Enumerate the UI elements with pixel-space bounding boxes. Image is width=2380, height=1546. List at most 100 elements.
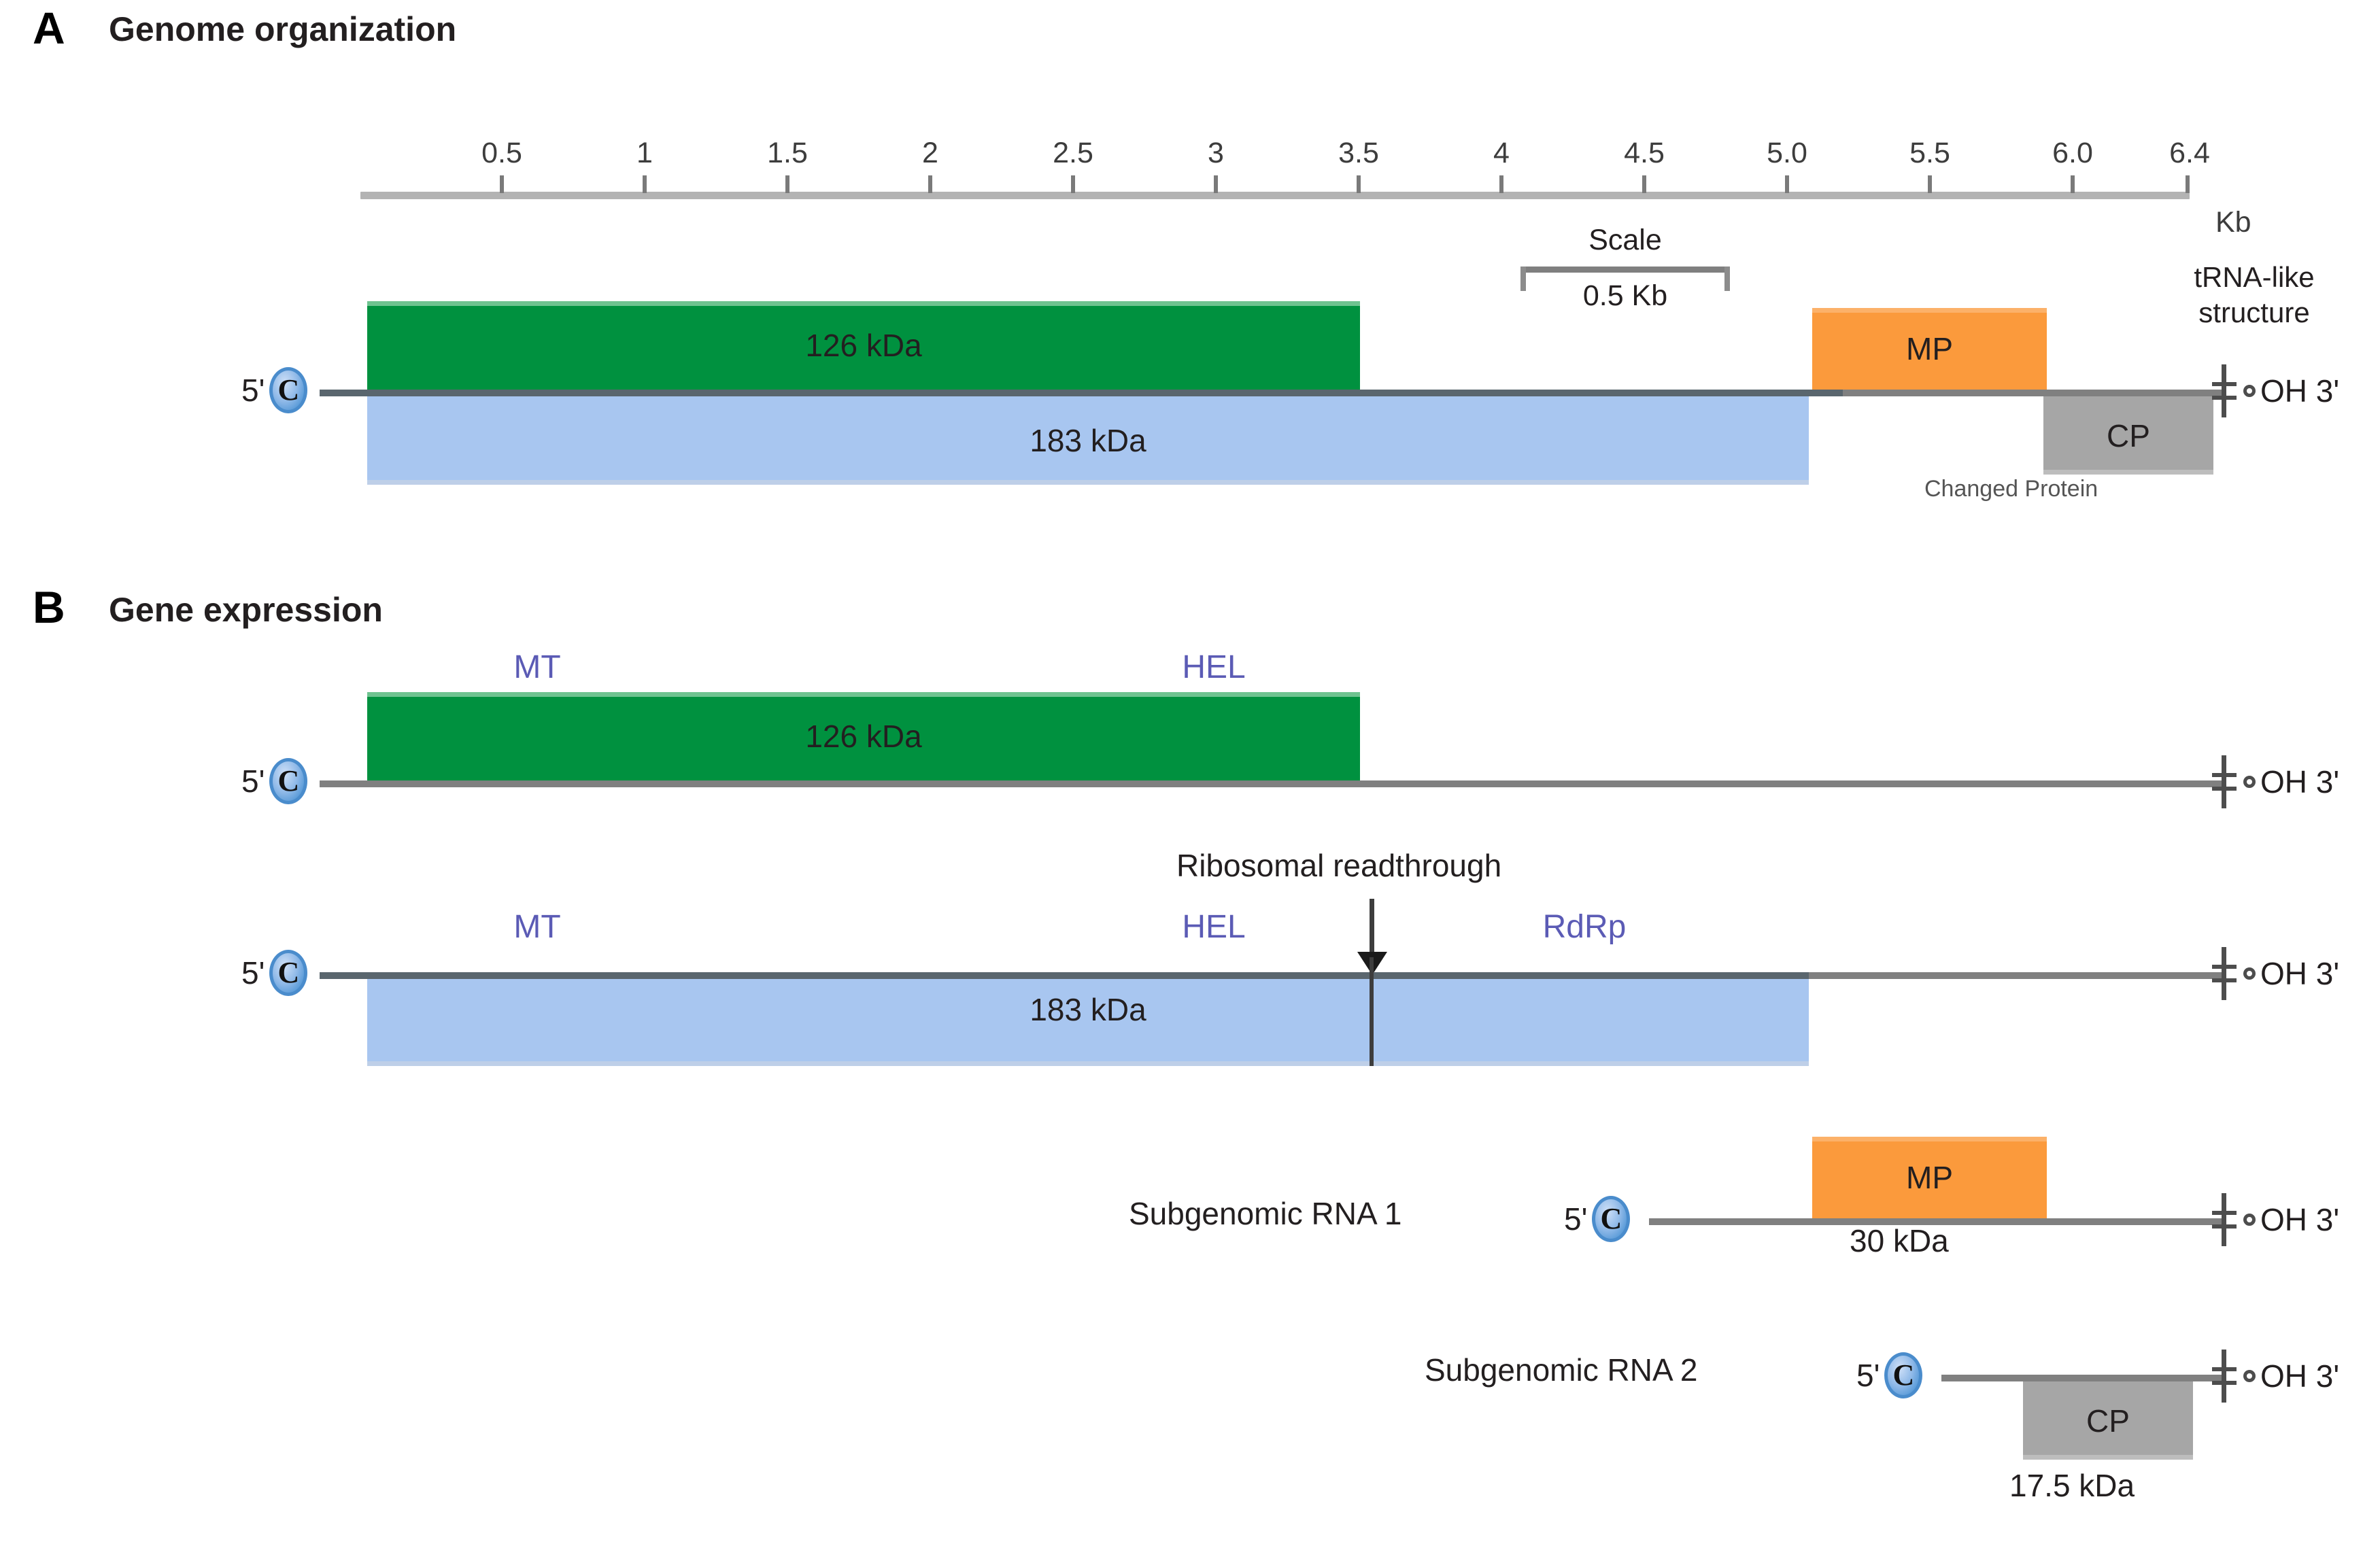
three-prime-label: OH 3' bbox=[2260, 1358, 2340, 1394]
readthrough-divider bbox=[1370, 957, 1374, 1066]
ruler-tick bbox=[500, 175, 504, 193]
trna-like-caption: tRNA-like structure bbox=[2142, 260, 2366, 330]
trna-caption-line2: structure bbox=[2198, 296, 2310, 328]
three-prime-label: OH 3' bbox=[2260, 1202, 2340, 1237]
domain-label-mt-row1: MT bbox=[513, 649, 561, 685]
ruler-label: 5.0 bbox=[1767, 137, 1807, 169]
orf-label: 126 kDa bbox=[805, 328, 922, 363]
mp-mass-label: 30 kDa bbox=[1850, 1223, 1949, 1258]
scale-marker: Scale 0.5 Kb bbox=[1516, 224, 1734, 313]
ruler-label: 4.5 bbox=[1624, 137, 1665, 169]
five-prime-cap-row4: 5' C bbox=[1856, 1352, 1923, 1398]
trna-like-structure-icon bbox=[2207, 947, 2242, 1000]
three-prime-end-row2: OH 3' bbox=[2207, 947, 2339, 1000]
three-prime-end-a: OH 3' bbox=[2207, 364, 2339, 417]
rna-backbone-row2-tail bbox=[1809, 972, 2224, 979]
trna-caption-line1: tRNA-like bbox=[2194, 261, 2315, 293]
cp-mass-label: 17.5 kDa bbox=[2009, 1468, 2135, 1503]
ruler-label: 0.5 bbox=[481, 137, 522, 169]
readthrough-arrow-stem bbox=[1370, 899, 1374, 957]
rna-backbone-row2 bbox=[320, 972, 1809, 979]
rna-backbone-row1 bbox=[320, 780, 2224, 787]
ruler-label: 6.4 bbox=[2169, 137, 2210, 169]
ruler-tick bbox=[1214, 175, 1218, 193]
orf-box-cp-a: CP bbox=[2043, 396, 2213, 475]
genome-backbone-a bbox=[320, 390, 1843, 396]
trna-like-structure-icon bbox=[2207, 364, 2242, 417]
orf-box-183kda-b: 183 kDa bbox=[367, 979, 1809, 1066]
genome-backbone-a-tail bbox=[1843, 390, 2224, 396]
orf-box-183kda-a: 183 kDa bbox=[367, 396, 1809, 485]
three-prime-label: OH 3' bbox=[2260, 764, 2340, 800]
orf-box-126kda-a: 126 kDa bbox=[367, 301, 1360, 390]
orf-label: CP bbox=[2107, 417, 2150, 453]
orf-label: 183 kDa bbox=[1030, 992, 1146, 1027]
cap-letter: C bbox=[1892, 1358, 1915, 1392]
orf-box-126kda-b: 126 kDa bbox=[367, 692, 1360, 780]
hydroxyl-circle-icon bbox=[2243, 385, 2256, 397]
ruler-tick bbox=[1357, 175, 1361, 193]
ribosomal-readthrough-label: Ribosomal readthrough bbox=[1176, 848, 1502, 883]
cap-letter: C bbox=[277, 373, 300, 407]
ruler-tick bbox=[1642, 175, 1646, 193]
scale-marker-value: 0.5 Kb bbox=[1582, 279, 1668, 312]
ruler-tick bbox=[643, 175, 647, 193]
three-prime-end-row4: OH 3' bbox=[2207, 1350, 2339, 1403]
five-prime-label: 5' bbox=[241, 763, 265, 799]
cap-letter: C bbox=[1600, 1202, 1622, 1235]
orf-label: MP bbox=[1906, 331, 1953, 366]
panel-b-title: Gene expression bbox=[109, 591, 383, 629]
orf-label: CP bbox=[2086, 1403, 2130, 1439]
cap-circle-icon: C bbox=[1592, 1196, 1631, 1242]
five-prime-label: 5' bbox=[241, 373, 265, 408]
subgenomic-rna-2-label: Subgenomic RNA 2 bbox=[1425, 1352, 1698, 1388]
hydroxyl-circle-icon bbox=[2243, 776, 2256, 788]
domain-label-mt-row2: MT bbox=[513, 909, 561, 945]
ruler-tick bbox=[1928, 175, 1932, 193]
ruler-label: 2.5 bbox=[1053, 137, 1093, 169]
ruler-tick bbox=[928, 175, 932, 193]
cap-circle-icon: C bbox=[1884, 1352, 1923, 1398]
hydroxyl-circle-icon bbox=[2243, 1214, 2256, 1226]
orf-label: MP bbox=[1906, 1160, 1953, 1195]
three-prime-end-row1: OH 3' bbox=[2207, 755, 2339, 808]
five-prime-label: 5' bbox=[1564, 1201, 1588, 1237]
ruler-tick bbox=[1499, 175, 1503, 193]
cap-circle-icon: C bbox=[269, 950, 308, 996]
rna-backbone-row4 bbox=[1941, 1375, 2224, 1381]
cp-caption: Changed Protein bbox=[1924, 476, 2098, 502]
trna-like-structure-icon bbox=[2207, 1193, 2242, 1246]
orf-label: 183 kDa bbox=[1030, 423, 1146, 458]
ruler-label: 2 bbox=[922, 137, 938, 169]
domain-label-rdrp-row2: RdRp bbox=[1542, 909, 1627, 945]
five-prime-label: 5' bbox=[1856, 1358, 1880, 1393]
ruler-label: 1 bbox=[636, 137, 653, 169]
cap-letter: C bbox=[277, 956, 300, 989]
ruler-label: 3.5 bbox=[1338, 137, 1379, 169]
ruler-tick bbox=[1785, 175, 1789, 193]
ruler-tick bbox=[1071, 175, 1075, 193]
orf-box-mp-a: MP bbox=[1812, 308, 2047, 390]
five-prime-cap-row2: 5' C bbox=[241, 950, 308, 996]
ruler-unit-label: Kb bbox=[2215, 206, 2251, 239]
domain-label-hel-row2: HEL bbox=[1182, 909, 1246, 945]
ruler-tick bbox=[2186, 175, 2190, 193]
rna-backbone-row3 bbox=[1649, 1218, 2224, 1225]
ruler-label: 1.5 bbox=[767, 137, 808, 169]
ruler-label: 6.0 bbox=[2052, 137, 2093, 169]
five-prime-label: 5' bbox=[241, 955, 265, 991]
panel-a-title: Genome organization bbox=[109, 10, 457, 48]
ruler-label: 4 bbox=[1493, 137, 1510, 169]
ruler-tick bbox=[2071, 175, 2075, 193]
ruler-tick bbox=[785, 175, 789, 193]
ruler-label: 5.5 bbox=[1909, 137, 1950, 169]
five-prime-cap-a: 5' C bbox=[241, 367, 308, 413]
orf-box-cp-b: CP bbox=[2023, 1381, 2193, 1460]
three-prime-label: OH 3' bbox=[2260, 956, 2340, 991]
cap-letter: C bbox=[277, 764, 300, 797]
three-prime-end-row3: OH 3' bbox=[2207, 1193, 2339, 1246]
panel-b-letter: B bbox=[33, 582, 65, 632]
subgenomic-rna-1-label: Subgenomic RNA 1 bbox=[1129, 1196, 1402, 1231]
cap-circle-icon: C bbox=[269, 758, 308, 804]
